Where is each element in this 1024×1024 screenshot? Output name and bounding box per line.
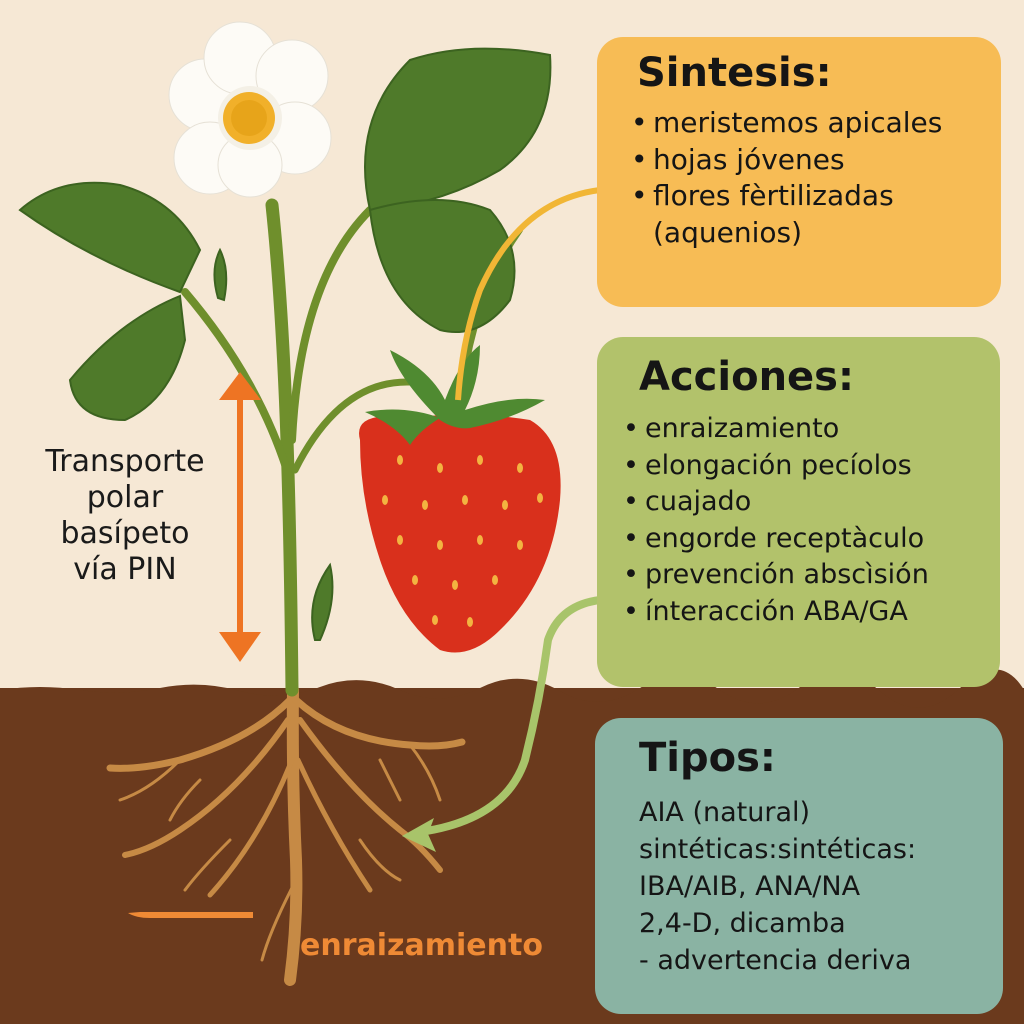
sintesis-title: Sintesis: — [637, 50, 832, 96]
acciones-connector — [419, 596, 601, 836]
transport-label: Transporte polar basípeto vía PIN — [20, 444, 230, 588]
transport-line: vía PIN — [73, 552, 177, 587]
tipos-line: 2,4-D, dicamba — [639, 908, 846, 939]
sintesis-connector — [455, 187, 601, 401]
list-item-continuation: (aquenios) — [653, 215, 802, 249]
tipos-line: sintéticas:sintéticas: — [639, 834, 917, 865]
leaf-icon — [18, 47, 552, 641]
tipos-box: Tipos: AIA (natural) sintéticas:sintétic… — [595, 718, 1003, 1014]
transport-line: polar — [86, 480, 164, 515]
list-item: cuajado — [621, 484, 1000, 521]
strawberry-icon — [359, 345, 561, 653]
list-item: enraizamiento — [621, 411, 1000, 448]
list-item: hojas jóvenes — [629, 142, 1001, 179]
root-label: enraizamiento — [300, 928, 543, 963]
sintesis-box: Sintesis: meristemos apicales hojas jóve… — [597, 37, 1001, 307]
list-item: ínteracción ABA/GA — [621, 594, 1000, 631]
list-item: prevención abscìsión — [621, 557, 1000, 594]
tipos-title: Tipos: — [639, 735, 776, 781]
flower-icon — [168, 21, 332, 198]
list-item: meristemos apicales — [629, 105, 1001, 142]
acciones-box: Acciones: enraizamiento elongación pecío… — [597, 337, 1000, 687]
tipos-line: AIA (natural) — [639, 797, 811, 828]
sintesis-list: meristemos apicales hojas jóvenes flores… — [629, 105, 1001, 251]
root-label-line — [128, 912, 253, 918]
list-item: flores fèrtilizadas — [629, 178, 1001, 215]
acciones-list: enraizamiento elongación pecíolos cuajad… — [621, 411, 1000, 630]
transport-line: basípeto — [60, 516, 190, 551]
soil-edge — [0, 669, 1024, 708]
roots-icon — [106, 684, 466, 986]
acciones-arrowhead-icon — [402, 818, 436, 852]
list-item: engorde receptàculo — [621, 521, 1000, 558]
tipos-line: IBA/AIB, ANA/NA — [639, 871, 861, 902]
acciones-title: Acciones: — [639, 354, 854, 400]
tipos-line: - advertencia deriva — [639, 945, 912, 976]
double-arrow-icon — [219, 372, 261, 662]
list-item: elongación pecíolos — [621, 448, 1000, 485]
transport-line: Transporte — [45, 444, 205, 479]
